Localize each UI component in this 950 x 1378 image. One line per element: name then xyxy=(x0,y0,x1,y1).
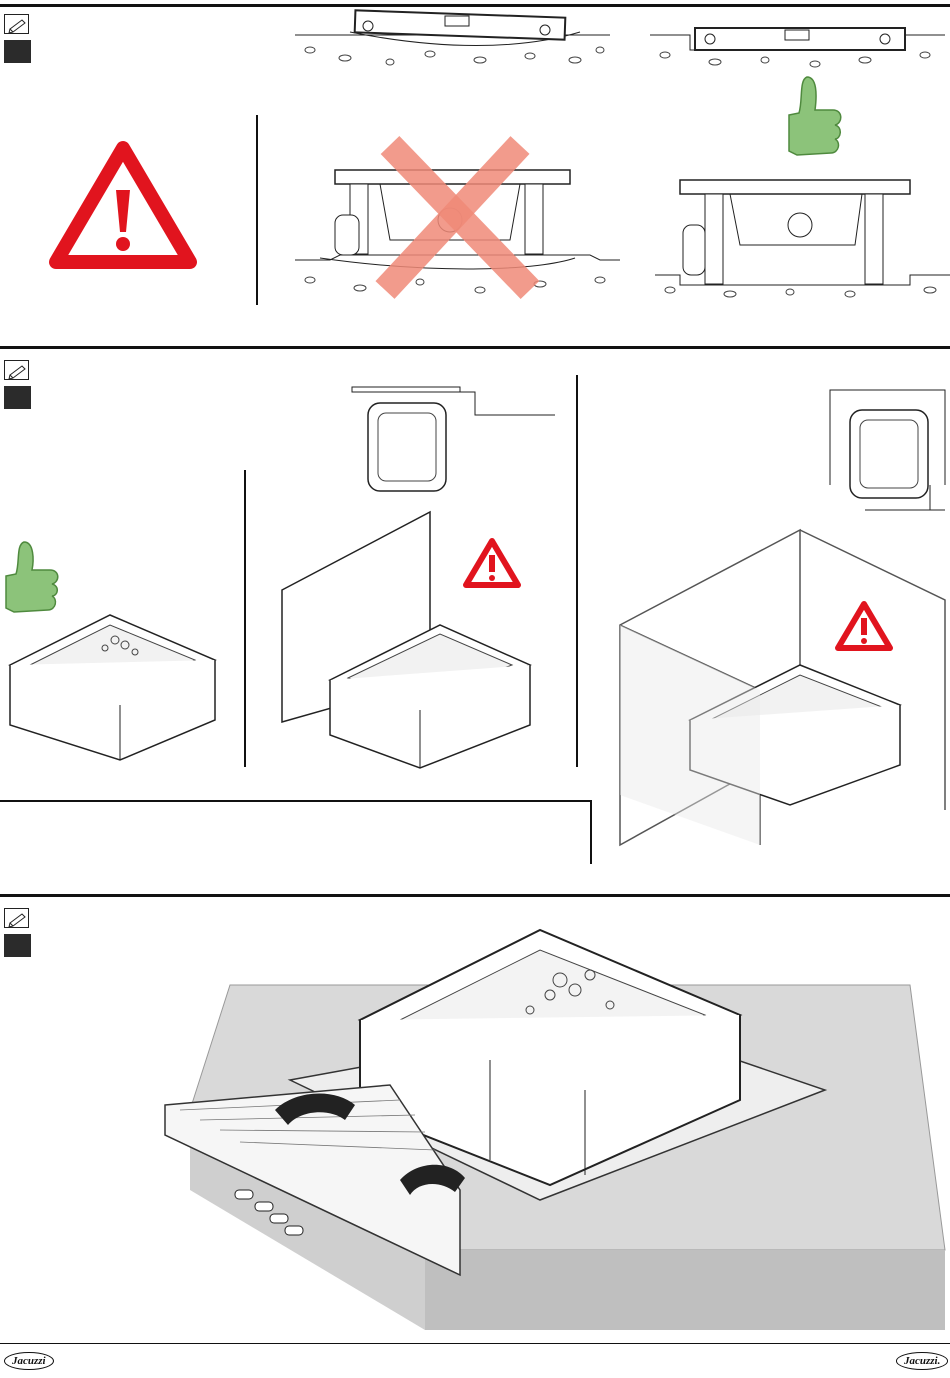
uneven-level-illustration xyxy=(290,10,610,70)
pencil-icon xyxy=(4,360,29,380)
plan-view-corner-illustration xyxy=(825,385,950,515)
logo-text: Jacuzzi xyxy=(12,1355,46,1367)
warning-icon xyxy=(832,598,896,654)
jacuzzi-logo-right: Jacuzzi. xyxy=(896,1352,948,1370)
tub-uneven-wrong-illustration xyxy=(290,130,620,300)
jacuzzi-logo-left: Jacuzzi xyxy=(4,1352,54,1370)
divider xyxy=(576,375,578,767)
footer-rule xyxy=(0,1343,950,1344)
top-rule xyxy=(0,4,950,7)
pencil-icon xyxy=(4,908,29,928)
logo-text: Jacuzzi. xyxy=(904,1355,940,1367)
divider xyxy=(590,800,592,864)
step-marker xyxy=(4,934,31,957)
thumbs-up-icon xyxy=(2,540,62,620)
section-rule-partial xyxy=(0,800,592,802)
divider xyxy=(256,115,258,305)
tub-platform-illustration xyxy=(160,920,950,1335)
pencil-icon xyxy=(4,14,29,34)
warning-icon xyxy=(48,140,198,270)
divider xyxy=(244,470,246,767)
tub-level-correct-illustration xyxy=(650,170,950,300)
step-marker xyxy=(4,386,31,409)
thumbs-up-icon xyxy=(785,75,845,165)
section-rule xyxy=(0,894,950,897)
level-ground-illustration xyxy=(645,10,945,70)
tub-corner-enclosure-illustration xyxy=(610,525,950,845)
step-marker xyxy=(4,40,31,63)
tub-freestanding-illustration xyxy=(5,610,215,765)
plan-view-wall-illustration xyxy=(350,385,560,495)
section-rule xyxy=(0,346,950,349)
warning-icon xyxy=(460,535,524,591)
